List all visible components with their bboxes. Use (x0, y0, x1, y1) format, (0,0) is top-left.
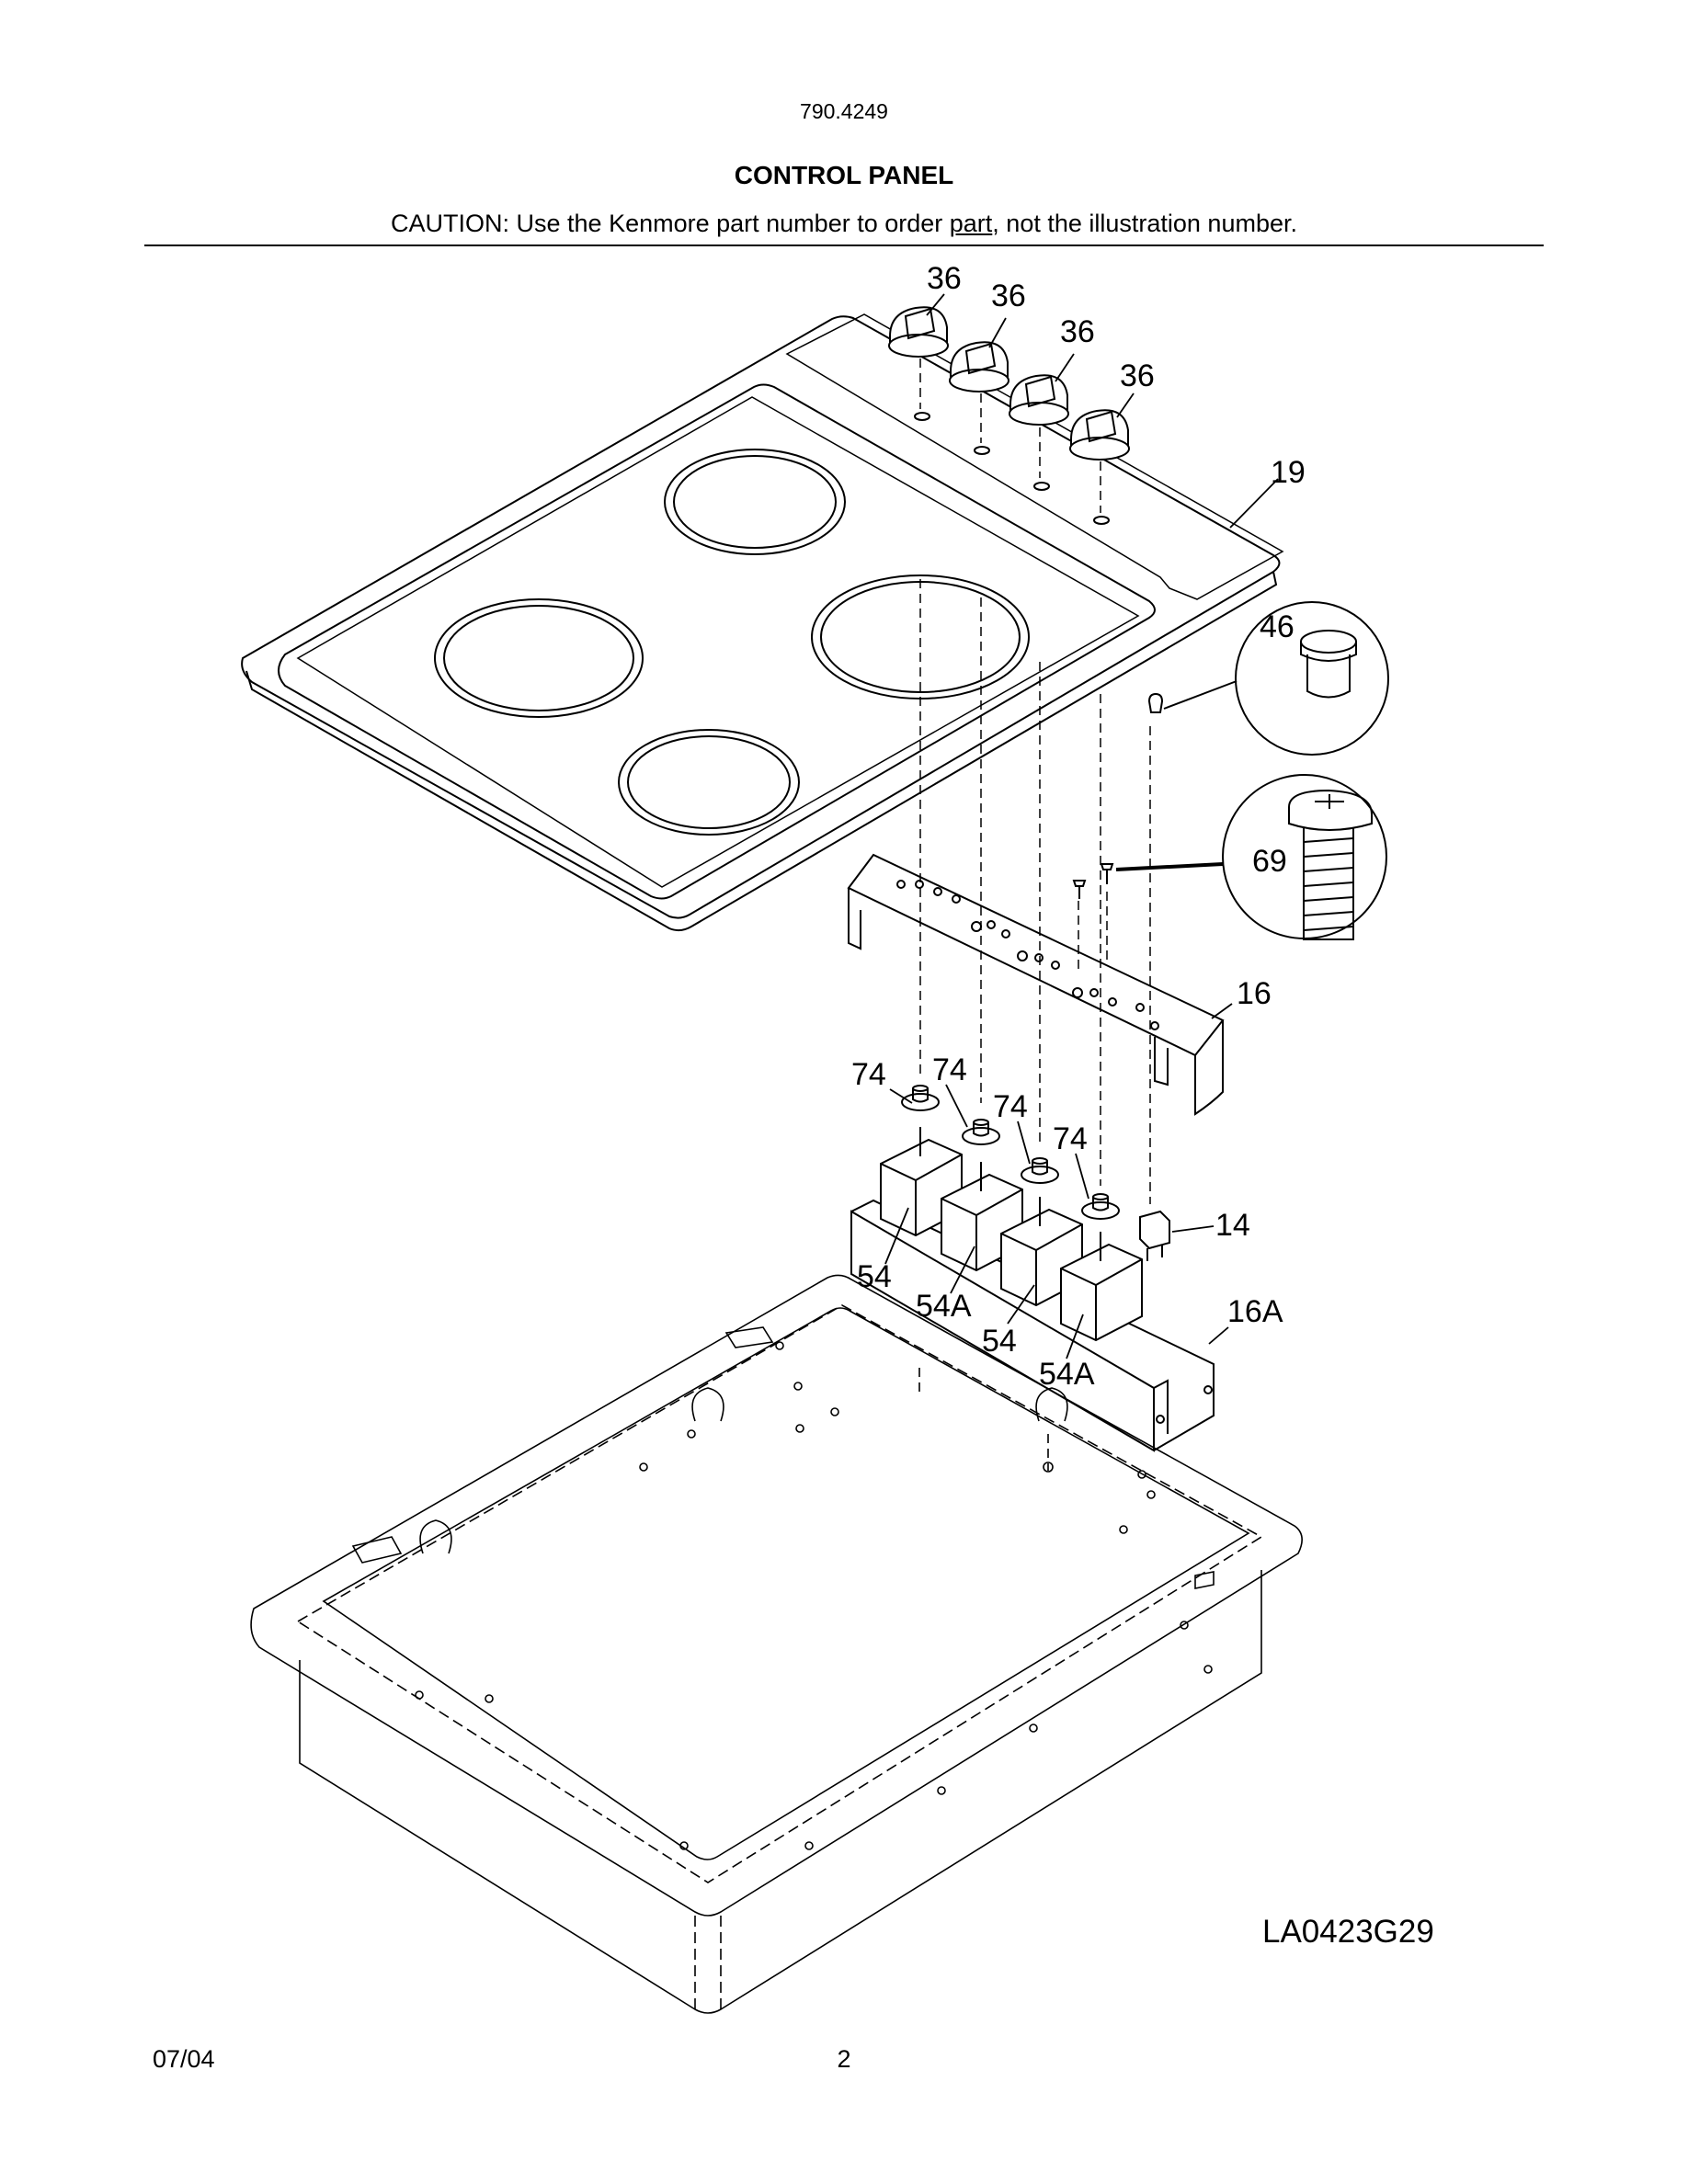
callout-switch-1: 54 (857, 1259, 892, 1294)
drawing-code: LA0423G29 (1262, 1914, 1434, 1950)
knob-2 (949, 341, 1009, 392)
model-number: 790.4249 (800, 99, 888, 123)
cooktop-glass-panel (241, 313, 1284, 932)
plug-button-detail (1147, 601, 1389, 756)
callout-plug-button: 46 (1260, 609, 1295, 644)
callout-washer-3: 74 (993, 1089, 1028, 1124)
callout-washer-1: 74 (851, 1057, 886, 1092)
cooktop-base-pan (250, 1274, 1303, 2014)
switch-4 (1060, 1232, 1143, 1342)
leader-lines (884, 293, 1279, 1359)
callout-indicator-light: 14 (1215, 1208, 1250, 1243)
callout-washer-2: 74 (932, 1052, 967, 1087)
burner-left-large (434, 598, 644, 718)
caution-note: CAUTION: Use the Kenmore part number to … (0, 210, 1688, 238)
caution-text-before: CAUTION: Use the Kenmore part number to … (391, 210, 950, 237)
washers (901, 1085, 1120, 1220)
callout-cooktop: 19 (1271, 455, 1306, 490)
footer-date: 07/04 (153, 2045, 215, 2073)
page-title: CONTROL PANEL (734, 161, 954, 189)
caution-text-after: , not the illustration number. (992, 210, 1297, 237)
callout-switch-3: 54 (982, 1324, 1017, 1359)
infinite-switches (880, 1127, 1143, 1342)
header-divider (144, 245, 1544, 246)
control-knobs (888, 306, 1130, 461)
caution-text-underlined: part (949, 210, 993, 237)
page-number: 2 (837, 2045, 851, 2073)
callout-bracket: 16 (1237, 976, 1272, 1011)
callout-switch-2: 54A (916, 1289, 972, 1324)
knob-3 (1009, 374, 1069, 426)
knob-4 (1069, 409, 1130, 461)
callout-knob-2: 36 (991, 279, 1026, 313)
control-bracket (847, 853, 1225, 1116)
screw-detail (1072, 774, 1387, 940)
callout-knob-4: 36 (1120, 358, 1155, 393)
callout-knob-1: 36 (927, 261, 962, 296)
callout-labels: 36 36 36 36 19 46 69 16 74 74 74 74 14 5… (851, 261, 1306, 1392)
callout-switch-bracket: 16A (1227, 1294, 1283, 1329)
burner-back-small (664, 449, 846, 555)
callout-washer-4: 74 (1053, 1121, 1088, 1156)
knob-1 (888, 306, 949, 358)
burner-front-small (618, 729, 800, 836)
indicator-light (1139, 1210, 1170, 1261)
alignment-lines (919, 358, 1151, 1204)
callout-switch-4: 54A (1039, 1357, 1095, 1392)
callout-knob-3: 36 (1060, 314, 1095, 349)
callout-screw: 69 (1252, 844, 1287, 879)
